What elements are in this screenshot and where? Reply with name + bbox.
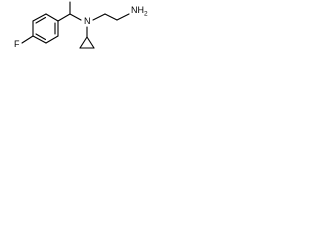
benzene-ring: [32, 13, 59, 44]
ring-ch-bond: [57, 13, 71, 22]
ch2-nh2-bond: [116, 13, 130, 21]
ring-double-bond: [35, 16, 47, 24]
ring-double-bond: [35, 33, 47, 41]
ch2-ch2-bond: [104, 13, 118, 21]
terminal-amine-label: NH2: [131, 5, 148, 18]
ring-bond: [45, 13, 59, 22]
fluorine-label: F: [14, 39, 20, 49]
ch-n-bond: [69, 13, 82, 21]
ring-bond: [32, 35, 47, 44]
amine-nitrogen-label: N: [84, 16, 91, 26]
ring-bond: [79, 36, 88, 49]
ring-bond: [32, 13, 47, 22]
c-f-bond: [21, 35, 34, 44]
ring-bond: [86, 36, 95, 49]
n-ch2-bond: [92, 13, 106, 21]
chemical-structure-diagram: F N NH2: [14, 1, 148, 49]
cyclopropyl-ring: [79, 36, 95, 49]
ring-bond: [45, 35, 59, 44]
